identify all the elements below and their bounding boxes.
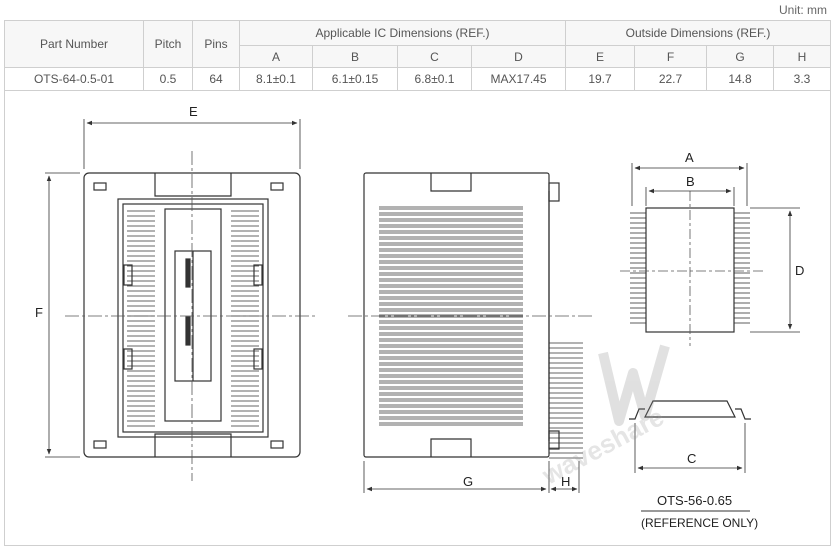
cell-c: 6.8±0.1 [397, 67, 472, 91]
cell-part-number: OTS-64-0.5-01 [4, 67, 144, 91]
side-bottom-notch [430, 438, 472, 457]
ic-centerlines [620, 191, 765, 346]
watermark-text: waveshare [536, 401, 668, 490]
cell-a: 8.1±0.1 [239, 67, 313, 91]
side-fin-stack [379, 206, 523, 426]
drawing-canvas: E F G H [35, 104, 804, 530]
socket-side-view [363, 172, 583, 459]
header-outside-dimensions: Outside Dimensions (REF.) [565, 20, 831, 46]
cell-pitch: 0.5 [143, 67, 193, 91]
bottom-notch [154, 433, 232, 457]
dimension-c [634, 423, 746, 473]
header-col-c: C [397, 45, 472, 68]
ic-side-lead-left [629, 408, 645, 420]
side-bump-1 [123, 264, 133, 286]
dimension-f [45, 172, 80, 458]
header-col-h: H [773, 45, 831, 68]
latch-mark-2 [185, 316, 191, 346]
technical-drawing: E F G H [4, 90, 831, 546]
cell-f: 22.7 [634, 67, 707, 91]
dim-label-f: F [35, 305, 43, 320]
center-bay [164, 208, 222, 422]
dim-label-e: E [189, 104, 198, 119]
header-col-d: D [471, 45, 566, 68]
cell-h: 3.3 [773, 67, 831, 91]
cell-b: 6.1±0.15 [312, 67, 398, 91]
cell-e: 19.7 [565, 67, 635, 91]
reference-model: OTS-56-0.65 [657, 493, 732, 508]
corner-hole-br [270, 440, 284, 449]
corner-hole-bl [93, 440, 107, 449]
header-ic-dimensions: Applicable IC Dimensions (REF.) [239, 20, 566, 46]
dimension-e [83, 119, 301, 169]
reference-note: (REFERENCE ONLY) [641, 516, 758, 530]
side-pin-bottom [548, 430, 560, 450]
table-row: OTS-64-0.5-01 0.5 64 8.1±0.1 6.1±0.15 6.… [4, 67, 831, 91]
cell-g: 14.8 [706, 67, 774, 91]
cell-pins: 64 [192, 67, 240, 91]
watermark-w-mark [598, 344, 670, 426]
dim-label-c: C [687, 451, 696, 466]
side-pin-top [548, 182, 560, 202]
dim-label-b: B [686, 174, 695, 189]
ic-lead-rows [630, 212, 750, 324]
corner-hole-tr [270, 182, 284, 191]
unit-label: Unit: mm [779, 3, 827, 17]
cell-d: MAX17.45 [471, 67, 566, 91]
dimension-a-b-d [631, 163, 800, 333]
dimension-g-h [363, 461, 580, 493]
side-bump-4 [253, 348, 263, 370]
header-col-f: F [634, 45, 707, 68]
front-centerlines [65, 151, 315, 481]
ic-top-view [630, 207, 750, 333]
dim-label-d: D [795, 263, 804, 278]
ic-side-lead-right [735, 408, 751, 420]
header-col-b: B [312, 45, 398, 68]
header-col-g: G [706, 45, 774, 68]
header-pitch: Pitch [143, 20, 193, 68]
header-pins: Pins [192, 20, 240, 68]
latch-mark-1 [185, 258, 191, 288]
pin-row-right [231, 210, 259, 427]
ic-side-view [629, 400, 751, 420]
side-bump-2 [123, 348, 133, 370]
inner-frame-2 [122, 203, 264, 433]
corner-hole-tl [93, 182, 107, 191]
side-lead-stack [549, 342, 583, 459]
dim-label-h: H [561, 474, 570, 489]
spec-table: Part Number Pitch Pins Applicable IC Dim… [4, 20, 831, 91]
header-col-a: A [239, 45, 313, 68]
side-top-notch [430, 173, 472, 192]
ic-side-body [644, 400, 736, 418]
dim-label-a: A [685, 150, 694, 165]
side-bump-3 [253, 264, 263, 286]
inner-frame [117, 198, 269, 438]
pin-row-left [127, 210, 155, 427]
header-col-e: E [565, 45, 635, 68]
table-header-row: Part Number Pitch Pins Applicable IC Dim… [4, 20, 831, 68]
dim-label-g: G [463, 474, 473, 489]
header-part-number: Part Number [4, 20, 144, 68]
top-notch [154, 173, 232, 197]
